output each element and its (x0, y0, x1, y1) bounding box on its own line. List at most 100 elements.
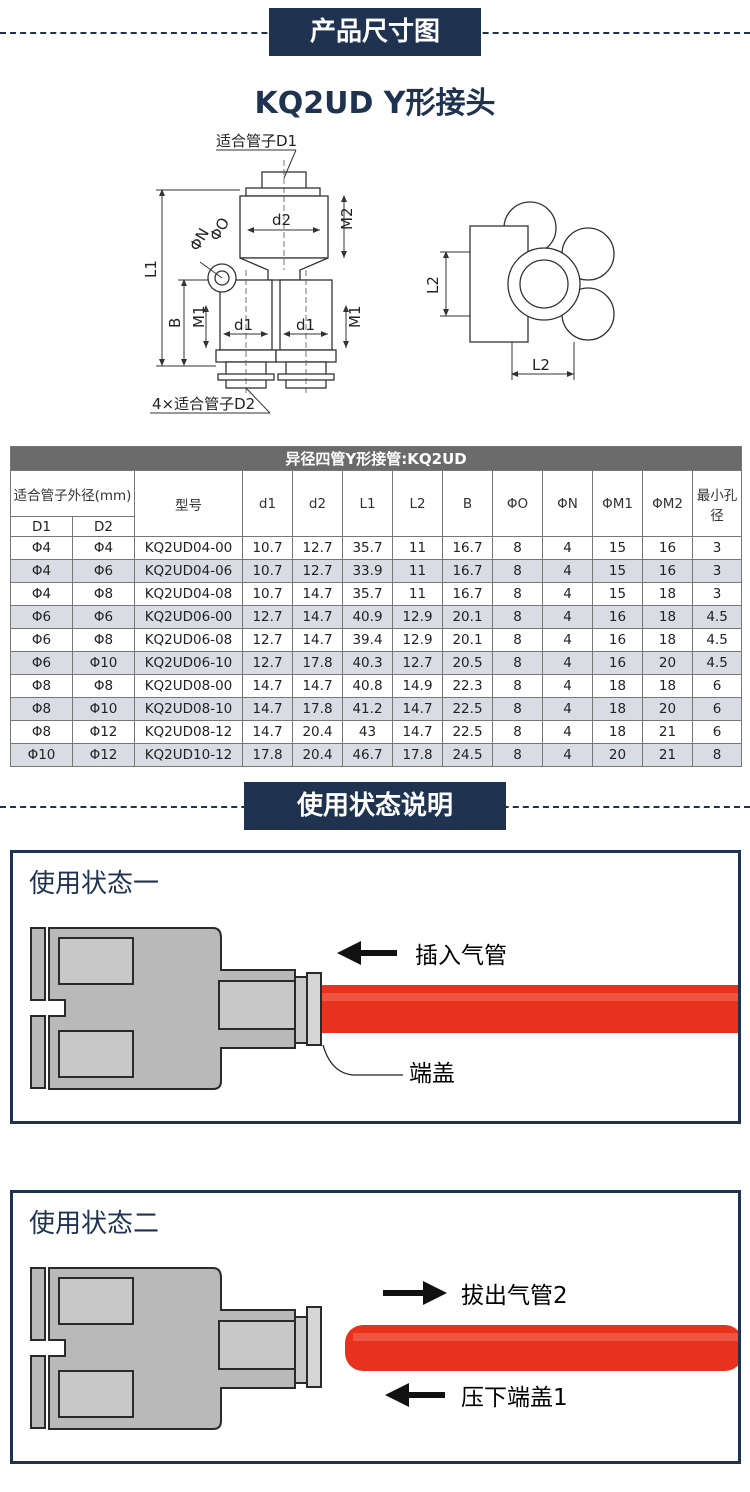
table-cell: KQ2UD08-10 (134, 697, 243, 721)
table-cell: 8 (492, 628, 543, 652)
pull-arrow (383, 1281, 447, 1305)
air-tube (345, 1325, 738, 1371)
table-cell: 12.7 (242, 605, 293, 629)
table-cell: 12.7 (292, 536, 343, 560)
table-cell: Φ12 (72, 720, 135, 744)
dim-l2-bottom: L2 (532, 356, 550, 374)
table-cell: Φ6 (72, 559, 135, 583)
table-cell: 8 (492, 582, 543, 606)
usage-1-title: 使用状态一 (29, 869, 160, 899)
table-cell: Φ8 (10, 697, 73, 721)
table-cell: 35.7 (342, 582, 393, 606)
table-cell: 20 (592, 743, 643, 767)
table-cell: 14.7 (242, 674, 293, 698)
table-cell: 8 (492, 559, 543, 583)
y-fitting (30, 927, 322, 1090)
table-cell: 21 (642, 720, 693, 744)
table-cell: 8 (492, 720, 543, 744)
table-cell: 4.5 (691, 651, 743, 675)
table-cell: 16 (592, 605, 643, 629)
col-l2: L2 (392, 470, 443, 537)
dim-d1-left: d1 (234, 316, 253, 334)
table-cell: 12.7 (242, 651, 293, 675)
table-cell: 4.5 (691, 628, 743, 652)
press-arrow (385, 1383, 445, 1407)
table-cell: Φ4 (10, 559, 73, 583)
table-cell: 14.7 (292, 582, 343, 606)
dimension-lines (150, 149, 349, 414)
table-cell: 17.8 (242, 743, 293, 767)
col-l1: L1 (342, 470, 393, 537)
tube-d1-label: 适合管子D1 (216, 132, 297, 150)
dim-l1: L1 (142, 260, 160, 278)
insert-tube-label: 插入气管 (415, 943, 507, 969)
col-min-hole: 最小孔径 (691, 470, 743, 537)
table-cell: 14.7 (292, 674, 343, 698)
table-cell: 4 (542, 559, 593, 583)
table-cell: Φ10 (10, 743, 73, 767)
table-cell: 4 (542, 743, 593, 767)
table-cell: Φ12 (72, 743, 135, 767)
table-cell: KQ2UD06-00 (134, 605, 243, 629)
table-cell: 4 (542, 628, 593, 652)
table-cell: 40.9 (342, 605, 393, 629)
table-cell: 18 (592, 674, 643, 698)
pull-tube-label: 拔出气管2 (461, 1283, 568, 1309)
table-cell: 12.7 (392, 651, 443, 675)
dim-m2: M2 (338, 208, 356, 231)
table-cell: KQ2UD08-00 (134, 674, 243, 698)
col-phi-m2: ΦM2 (642, 470, 693, 537)
table-cell: 39.4 (342, 628, 393, 652)
table-cell: Φ8 (72, 674, 135, 698)
table-cell: 6 (691, 720, 743, 744)
dim-phi-o: ΦO (206, 215, 233, 244)
table-cell: 14.9 (392, 674, 443, 698)
col-tube-od: 适合管子外径(mm) (10, 470, 135, 517)
center-lines (245, 160, 307, 395)
table-cell: 4 (542, 697, 593, 721)
table-cell: 46.7 (342, 743, 393, 767)
table-cell: 12.9 (392, 605, 443, 629)
table-cell: 17.8 (292, 651, 343, 675)
table-cell: 11 (392, 536, 443, 560)
table-cell: 18 (592, 720, 643, 744)
table-cell: 10.7 (242, 582, 293, 606)
table-cell: 20.1 (442, 628, 493, 652)
press-cap-label: 压下端盖1 (461, 1385, 568, 1411)
table-cell: 22.3 (442, 674, 493, 698)
table-cell: KQ2UD06-08 (134, 628, 243, 652)
table-cell: Φ8 (72, 582, 135, 606)
table-cell: 22.5 (442, 720, 493, 744)
col-D2: D2 (72, 516, 135, 537)
dim-d1-right: d1 (296, 316, 315, 334)
table-cell: 40.8 (342, 674, 393, 698)
usage-1-illustration: 插入气管 端盖 (30, 927, 738, 1090)
table-cell: 16 (592, 651, 643, 675)
table-cell: 4 (542, 651, 593, 675)
spec-table: 异径四管Y形接管:KQ2UD 适合管子外径(mm) 型号 d1 d2 L1 L2… (9, 446, 743, 767)
table-cell: 20.5 (442, 651, 493, 675)
dim-m1-right: M1 (346, 306, 364, 329)
col-D1: D1 (10, 516, 73, 537)
insert-arrow (337, 941, 397, 965)
table-cell: 4 (542, 536, 593, 560)
table-cell: Φ4 (10, 536, 73, 560)
side-dimension-lines (440, 251, 575, 380)
table-cell: 10.7 (242, 559, 293, 583)
table-cell: 8 (492, 651, 543, 675)
table-cell: 6 (691, 697, 743, 721)
table-cell: Φ6 (10, 605, 73, 629)
table-cell: 4 (542, 720, 593, 744)
table-cell: 4 (542, 582, 593, 606)
fitting-side-view (469, 201, 615, 343)
col-d1: d1 (242, 470, 293, 537)
table-title: 异径四管Y形接管:KQ2UD (9, 446, 743, 471)
table-cell: 14.7 (292, 605, 343, 629)
table-cell: 43 (342, 720, 393, 744)
cap-leader (322, 1044, 403, 1076)
table-cell: 4 (542, 674, 593, 698)
table-cell: Φ6 (10, 651, 73, 675)
table-cell: KQ2UD04-00 (134, 536, 243, 560)
